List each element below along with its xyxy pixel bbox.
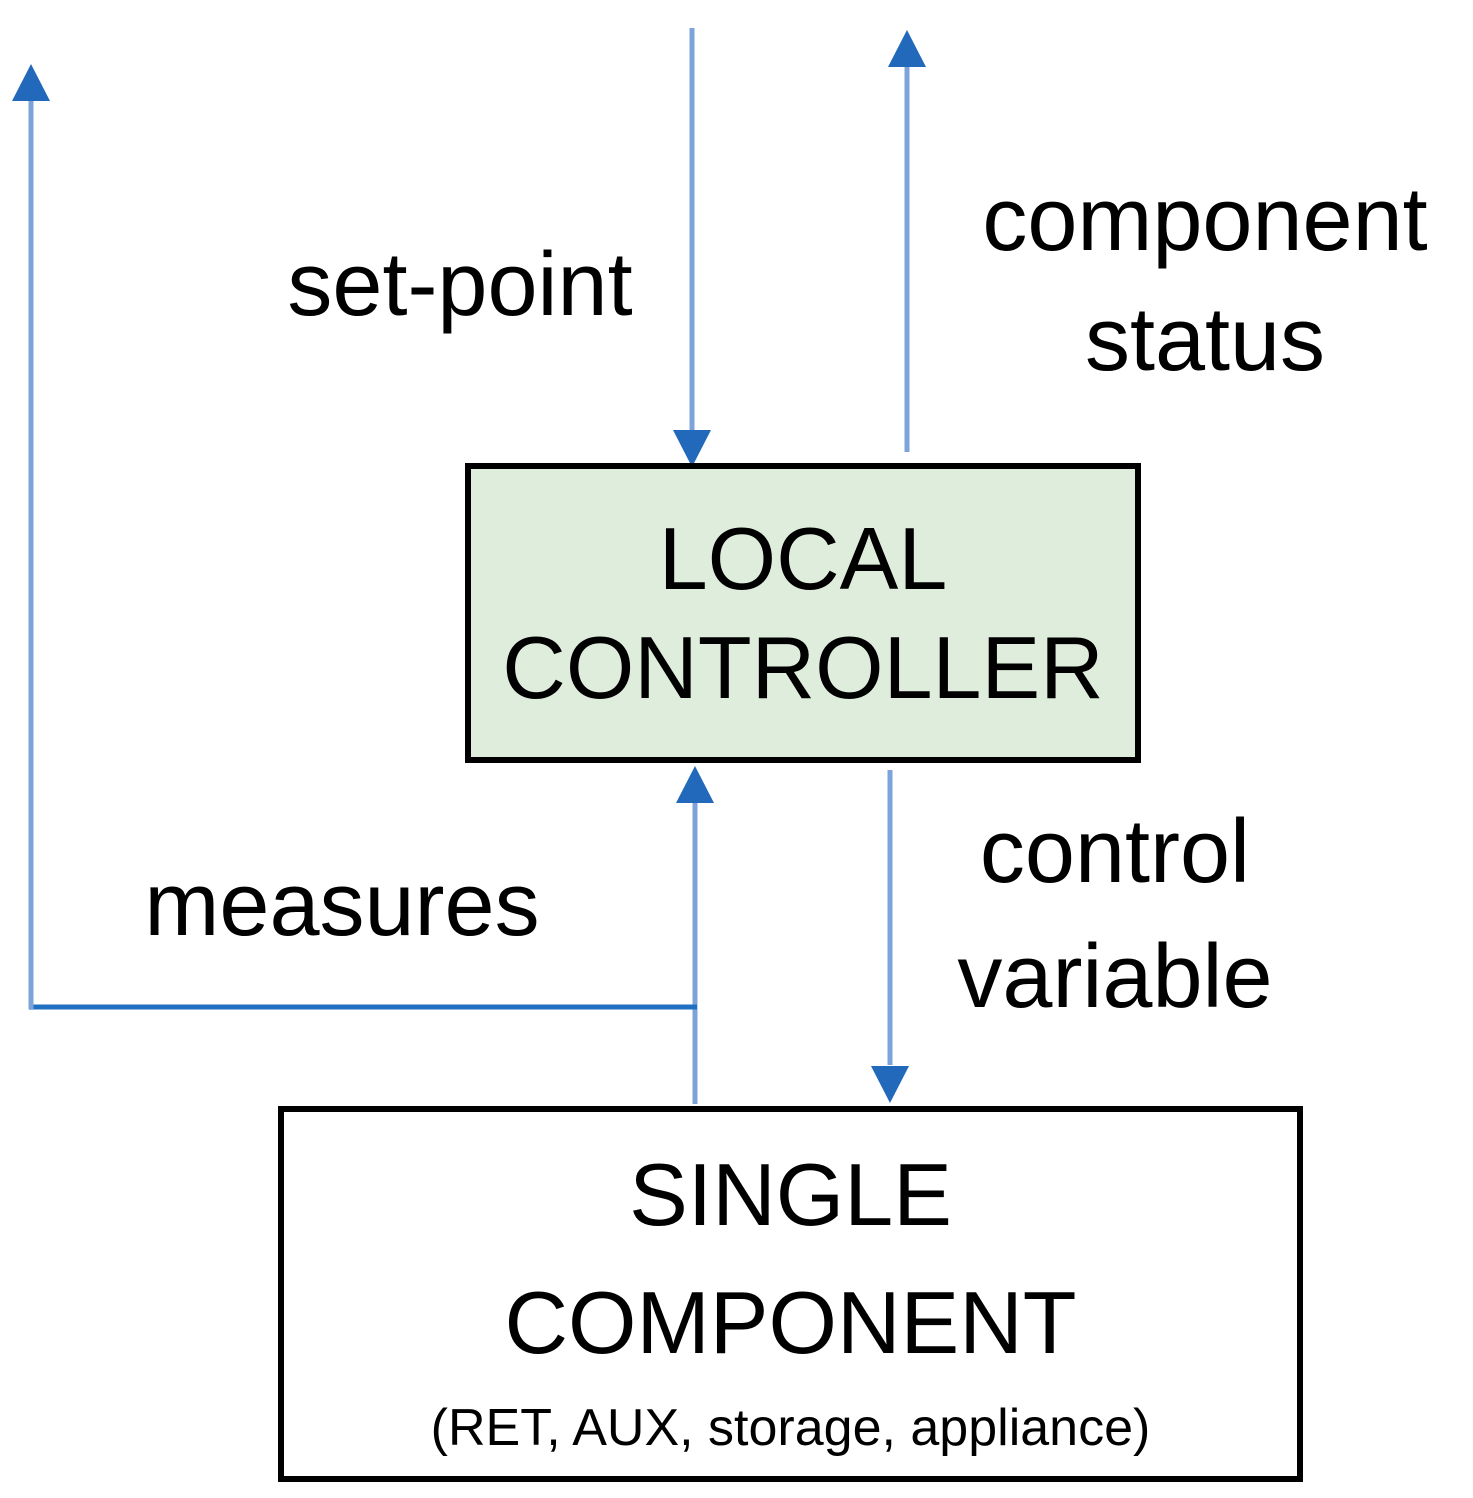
measures-label: measures [144,855,540,955]
component-status-arrowhead-icon [888,30,926,67]
local-controller-title-line1: LOCAL [658,509,948,608]
component-status-label: component status [982,170,1428,390]
local-controller-box: LOCAL CONTROLLER [465,463,1141,763]
single-component-box: SINGLE COMPONENT (RET, AUX, storage, app… [278,1106,1303,1482]
set-point-arrow [673,28,711,467]
control-variable-label: control variable [957,802,1273,1027]
set-point-label: set-point [287,235,633,335]
control-variable-arrowhead-icon [871,1066,909,1103]
set-point-arrowhead-icon [673,430,711,467]
measures-arrow [676,766,714,1104]
measures-branch-arrow [12,64,697,1010]
control-variable-arrow [871,770,909,1103]
local-controller-title-line2: CONTROLLER [502,618,1104,717]
single-component-title-line1: SINGLE [629,1145,952,1244]
single-component-subtitle: (RET, AUX, storage, appliance) [430,1399,1151,1457]
single-component-title-line2: COMPONENT [504,1273,1077,1372]
component-status-arrow [888,30,926,452]
measures-branch-arrowhead-icon [12,64,50,101]
measures-arrowhead-icon [676,766,714,803]
